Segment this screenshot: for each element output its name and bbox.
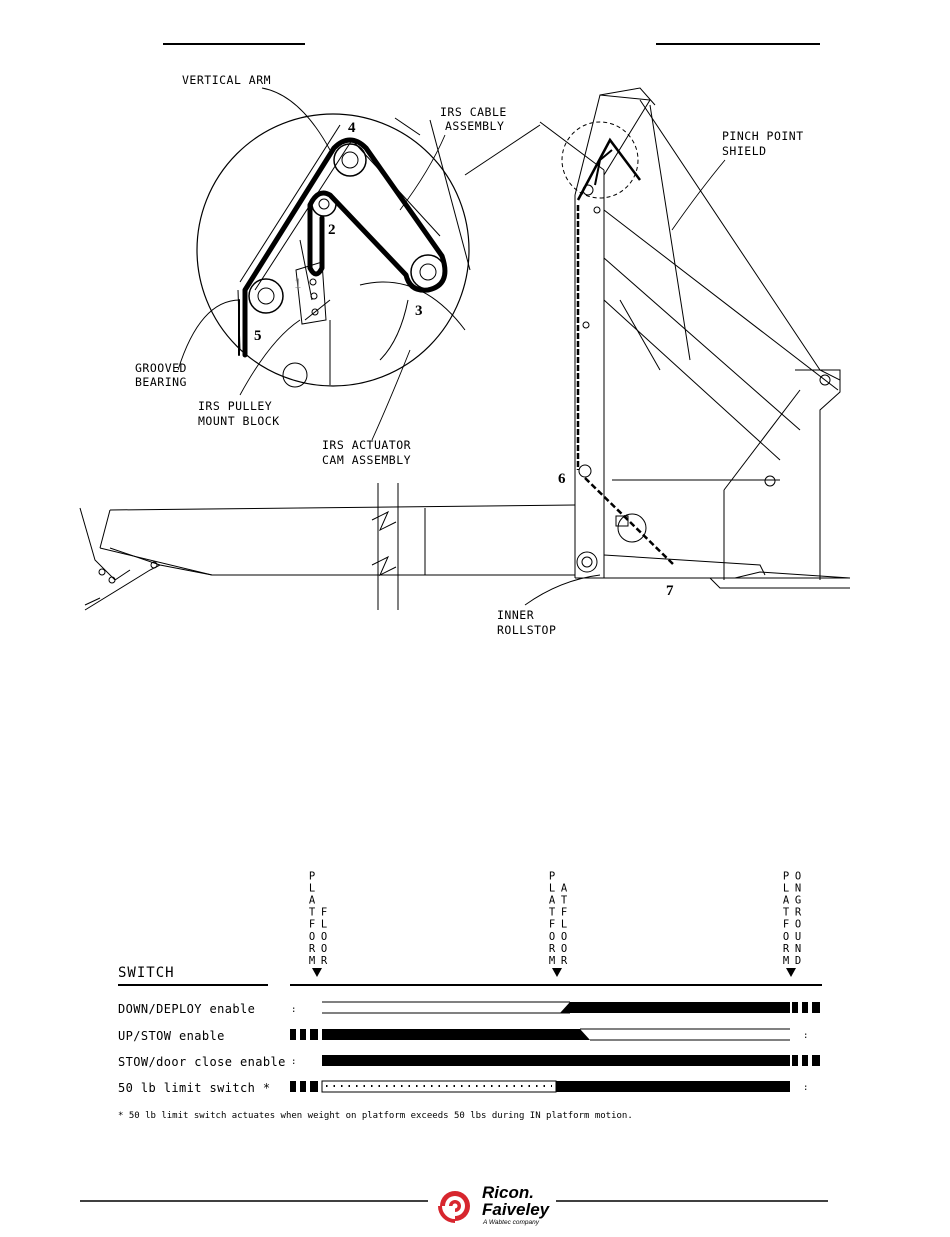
position-label-char: F bbox=[549, 919, 555, 931]
switch-row-label: 50 lb limit switch * bbox=[118, 1081, 271, 1095]
footer: Ricon. Faiveley A Wabtec company bbox=[80, 1183, 828, 1226]
svg-text::: : bbox=[803, 1083, 808, 1093]
position-label-char: L bbox=[783, 882, 789, 894]
callout-4: 4 bbox=[348, 120, 356, 136]
position-label-char: O bbox=[795, 919, 801, 931]
position-label-char: L bbox=[321, 919, 327, 931]
switch-header: SWITCH bbox=[118, 965, 175, 981]
switch-row-stow-door: : bbox=[291, 1055, 820, 1067]
switch-row-label: STOW/door close enable bbox=[118, 1055, 286, 1069]
label-vertical-arm: VERTICAL ARM bbox=[182, 73, 271, 87]
label-irs-cable-1: IRS CABLE bbox=[440, 105, 507, 119]
position-label-char: T bbox=[549, 907, 556, 919]
position-label-char: U bbox=[795, 931, 801, 943]
label-grooved-bearing-2: BEARING bbox=[135, 375, 187, 389]
label-irs-cable-2: ASSEMBLY bbox=[445, 119, 504, 133]
lift-base-view bbox=[79, 483, 576, 611]
position-markers: PLATFORMFLOORPLATFORMATFLOORPLATFORMONGR… bbox=[309, 870, 802, 977]
position-label-char: O bbox=[309, 931, 315, 943]
svg-text::: : bbox=[291, 1005, 296, 1015]
ricon-logo-icon bbox=[438, 1191, 470, 1223]
position-label-char: O bbox=[321, 931, 327, 943]
svg-text::: : bbox=[803, 1031, 808, 1041]
label-pinch-point-2: SHIELD bbox=[722, 144, 767, 158]
position-label-char: O bbox=[795, 870, 801, 882]
position-label-char: D bbox=[795, 955, 801, 967]
switch-row-label: UP/STOW enable bbox=[118, 1029, 225, 1043]
irs-cable bbox=[238, 137, 448, 358]
position-label-char: O bbox=[561, 943, 567, 955]
position-label-char: M bbox=[309, 955, 315, 967]
position-label-char: P bbox=[549, 870, 555, 882]
position-marker-arrow bbox=[786, 968, 796, 977]
callout-6: 6 bbox=[558, 471, 566, 487]
switch-row-50lb: : bbox=[290, 1080, 808, 1093]
label-irs-actuator-1: IRS ACTUATOR bbox=[322, 438, 411, 452]
position-label-char: M bbox=[783, 955, 789, 967]
position-marker-arrow bbox=[552, 968, 562, 977]
position-label-char: O bbox=[561, 931, 567, 943]
position-label-char: O bbox=[783, 931, 789, 943]
callout-3: 3 bbox=[415, 303, 423, 319]
position-label-char: L bbox=[549, 882, 555, 894]
position-label-char: F bbox=[309, 919, 315, 931]
svg-text::: : bbox=[291, 1057, 296, 1067]
switch-row-down-deploy: : bbox=[291, 1001, 820, 1015]
switch-row-label: DOWN/DEPLOY enable bbox=[118, 1002, 255, 1016]
callout-2: 2 bbox=[328, 222, 336, 238]
position-label-char: T bbox=[783, 907, 790, 919]
position-label-char: G bbox=[795, 895, 801, 907]
label-inner-rollstop-2: ROLLSTOP bbox=[497, 623, 556, 637]
position-label-char: O bbox=[549, 931, 555, 943]
position-label-char: P bbox=[783, 870, 789, 882]
position-label-char: F bbox=[561, 907, 567, 919]
detail-magnified-view bbox=[196, 113, 471, 388]
position-label-char: L bbox=[561, 919, 567, 931]
position-label-char: N bbox=[795, 882, 801, 894]
label-irs-pulley-2: MOUNT BLOCK bbox=[198, 414, 280, 428]
position-label-char: A bbox=[309, 895, 316, 907]
position-label-char: M bbox=[549, 955, 555, 967]
brand-ricon: Ricon. bbox=[482, 1183, 534, 1202]
label-grooved-bearing-1: GROOVED bbox=[135, 361, 187, 375]
position-label-char: F bbox=[321, 907, 327, 919]
position-label-char: A bbox=[549, 895, 556, 907]
position-label-char: A bbox=[561, 882, 568, 894]
brand-faiveley: Faiveley bbox=[482, 1200, 551, 1219]
position-label-char: T bbox=[309, 907, 316, 919]
switch-footnote: * 50 lb limit switch actuates when weigh… bbox=[118, 1111, 633, 1121]
position-label-char: R bbox=[549, 943, 556, 955]
callout-5: 5 bbox=[254, 328, 262, 344]
position-label-char: N bbox=[795, 943, 801, 955]
position-label-char: R bbox=[561, 955, 568, 967]
callout-1: 1 bbox=[294, 276, 302, 292]
position-label-char: T bbox=[561, 895, 568, 907]
position-marker-arrow bbox=[312, 968, 322, 977]
label-inner-rollstop-1: INNER bbox=[497, 608, 534, 622]
lift-side-view bbox=[464, 87, 851, 589]
leader-lines bbox=[177, 87, 726, 606]
switch-row-up-stow: : bbox=[290, 1028, 808, 1041]
label-irs-pulley-1: IRS PULLEY bbox=[198, 399, 272, 413]
label-irs-actuator-2: CAM ASSEMBLY bbox=[322, 453, 411, 467]
position-label-char: L bbox=[309, 882, 315, 894]
position-label-char: R bbox=[321, 955, 328, 967]
position-label-char: R bbox=[795, 907, 802, 919]
position-label-char: R bbox=[783, 943, 790, 955]
callout-7: 7 bbox=[666, 583, 674, 599]
position-label-char: P bbox=[309, 870, 315, 882]
position-label-char: A bbox=[783, 895, 790, 907]
switch-chart: SWITCH PLATFORMFLOORPLATFORMATFLOORPLATF… bbox=[118, 870, 822, 1121]
position-label-char: R bbox=[309, 943, 316, 955]
position-label-char: F bbox=[783, 919, 789, 931]
label-pinch-point-1: PINCH POINT bbox=[722, 129, 804, 143]
position-label-char: O bbox=[321, 943, 327, 955]
brand-wabtec: A Wabtec company bbox=[482, 1219, 540, 1226]
